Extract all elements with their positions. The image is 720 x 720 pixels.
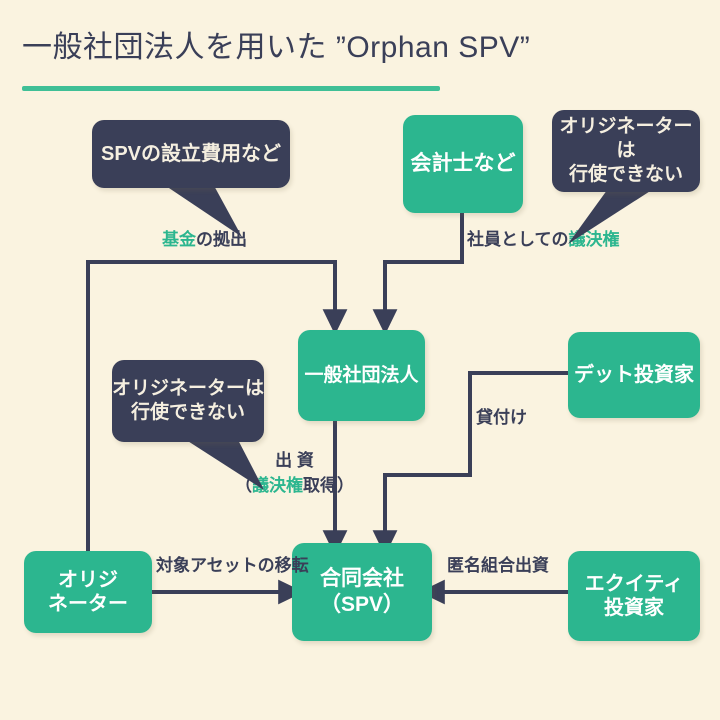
edge-label-investment-paren-close: ） bbox=[337, 476, 354, 496]
title-underline bbox=[22, 86, 440, 91]
node-spv[interactable]: 合同会社 （SPV） bbox=[292, 543, 432, 641]
edge-label-investment: 出 資 （議決権取得） bbox=[232, 450, 357, 497]
edge-label-loan-text: 貸付け bbox=[476, 408, 527, 427]
node-ippan-shadan-hojin[interactable]: 一般社団法人 bbox=[298, 330, 425, 421]
callout-setup-cost-tail bbox=[160, 182, 242, 237]
callout-setup-cost-label: SPVの設立費用など bbox=[100, 142, 282, 165]
edge-label-tk-investment: 匿名組合出資 bbox=[447, 555, 549, 577]
edge-fund-contribution bbox=[86, 260, 348, 553]
edge-label-investment-highlight: 議決権 bbox=[252, 476, 303, 496]
edge-label-investment-line1: 出 資 bbox=[275, 451, 314, 470]
edge-label-investment-line2: （議決権取得） bbox=[232, 475, 357, 497]
edge-label-fund-contribution-highlight: 基金 bbox=[162, 230, 196, 249]
node-accountant-label: 会計士など bbox=[410, 152, 516, 176]
edge-label-voting-right-plain: 社員としての bbox=[467, 230, 569, 249]
node-accountant[interactable]: 会計士など bbox=[403, 115, 523, 213]
callout-originator-cannot-exercise-left-tail bbox=[180, 436, 264, 490]
node-originator[interactable]: オリジ ネーター bbox=[24, 551, 152, 633]
callout-originator-cannot-exercise-right-label: オリジネーターは 行使できない bbox=[559, 116, 693, 185]
node-debt-investor-label: デット投資家 bbox=[574, 363, 694, 386]
edge-label-asset-transfer: 対象アセットの移転 bbox=[156, 555, 309, 577]
callout-originator-cannot-exercise-left-label: オリジネーターは 行使できない bbox=[112, 378, 265, 423]
callout-originator-cannot-exercise-right-tail bbox=[568, 186, 658, 244]
edge-label-investment-paren-open: （ bbox=[235, 476, 252, 496]
edge-label-fund-contribution-plain: の拠出 bbox=[196, 230, 247, 249]
edge-label-fund-contribution: 基金の拠出 bbox=[162, 229, 247, 251]
node-debt-investor[interactable]: デット投資家 bbox=[568, 332, 700, 418]
node-equity-investor-label: エクイティ 投資家 bbox=[584, 572, 684, 619]
edge-label-investment-plain: 取得 bbox=[303, 476, 337, 496]
edge-voting-right bbox=[372, 213, 464, 335]
edge-label-loan: 貸付け bbox=[476, 407, 527, 429]
edge-loan bbox=[372, 371, 568, 556]
node-equity-investor[interactable]: エクイティ 投資家 bbox=[568, 551, 700, 641]
node-originator-label: オリジ ネーター bbox=[48, 568, 128, 615]
page-title: 一般社団法人を用いた ”Orphan SPV” bbox=[22, 31, 531, 64]
callout-originator-cannot-exercise-left[interactable]: オリジネーターは 行使できない bbox=[112, 360, 264, 442]
callout-setup-cost[interactable]: SPVの設立費用など bbox=[92, 120, 290, 188]
edge-label-asset-transfer-text: 対象アセットの移転 bbox=[156, 556, 309, 575]
node-spv-label: 合同会社 （SPV） bbox=[319, 567, 405, 616]
callout-originator-cannot-exercise-right[interactable]: オリジネーターは 行使できない bbox=[552, 110, 700, 192]
edge-label-tk-investment-text: 匿名組合出資 bbox=[447, 556, 549, 575]
node-ippan-shadan-hojin-label: 一般社団法人 bbox=[304, 364, 419, 386]
